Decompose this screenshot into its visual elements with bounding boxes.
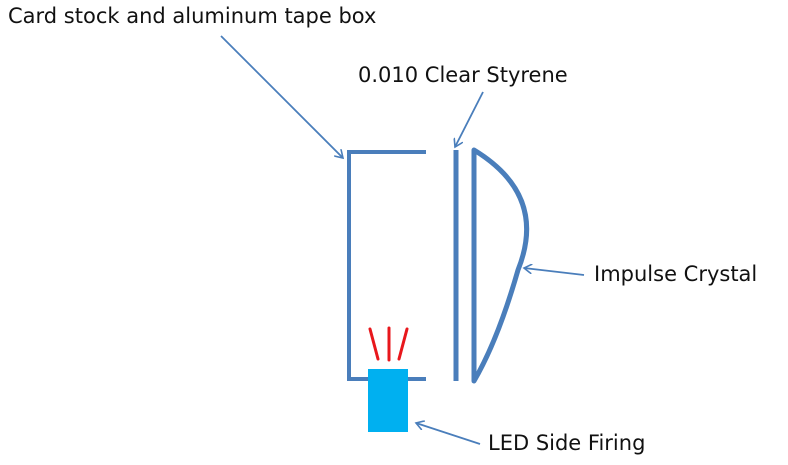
arrow-crystal — [524, 268, 585, 276]
led-block — [368, 369, 408, 432]
label-led-side-firing: LED Side Firing — [488, 431, 646, 455]
label-card-stock-box: Card stock and aluminum tape box — [8, 4, 377, 28]
light-ray-left — [368, 327, 380, 361]
light-rays — [368, 326, 409, 362]
light-ray-right — [397, 327, 409, 361]
label-impulse-crystal: Impulse Crystal — [594, 262, 758, 286]
label-clear-styrene: 0.010 Clear Styrene — [358, 63, 568, 87]
impulse-crystal — [471, 147, 530, 384]
arrow-led — [416, 423, 481, 445]
arrow-box — [220, 35, 343, 158]
arrow-styrene — [455, 91, 484, 147]
